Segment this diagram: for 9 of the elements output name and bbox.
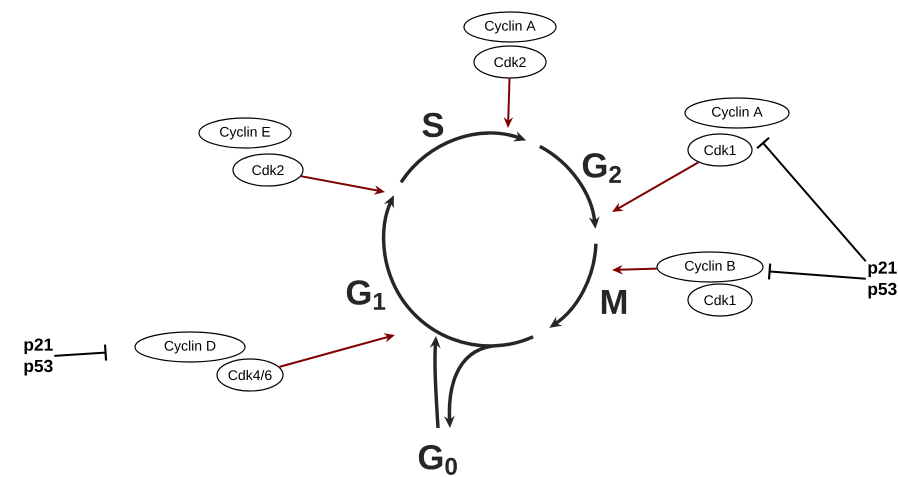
- phase-label: G$_{0}$: [418, 445, 457, 475]
- inhibitor-label: p21 p53: [868, 261, 897, 298]
- inhibitor-label: p21 p53: [24, 338, 53, 376]
- phase-label: S: [422, 112, 444, 138]
- phase-label: M: [602, 290, 626, 314]
- phase-label: G$_{2}$: [582, 153, 621, 183]
- inhibition-line: [54, 344, 108, 361]
- inhibition-line: [768, 263, 866, 280]
- phase-label: G$_{1}$: [346, 280, 386, 310]
